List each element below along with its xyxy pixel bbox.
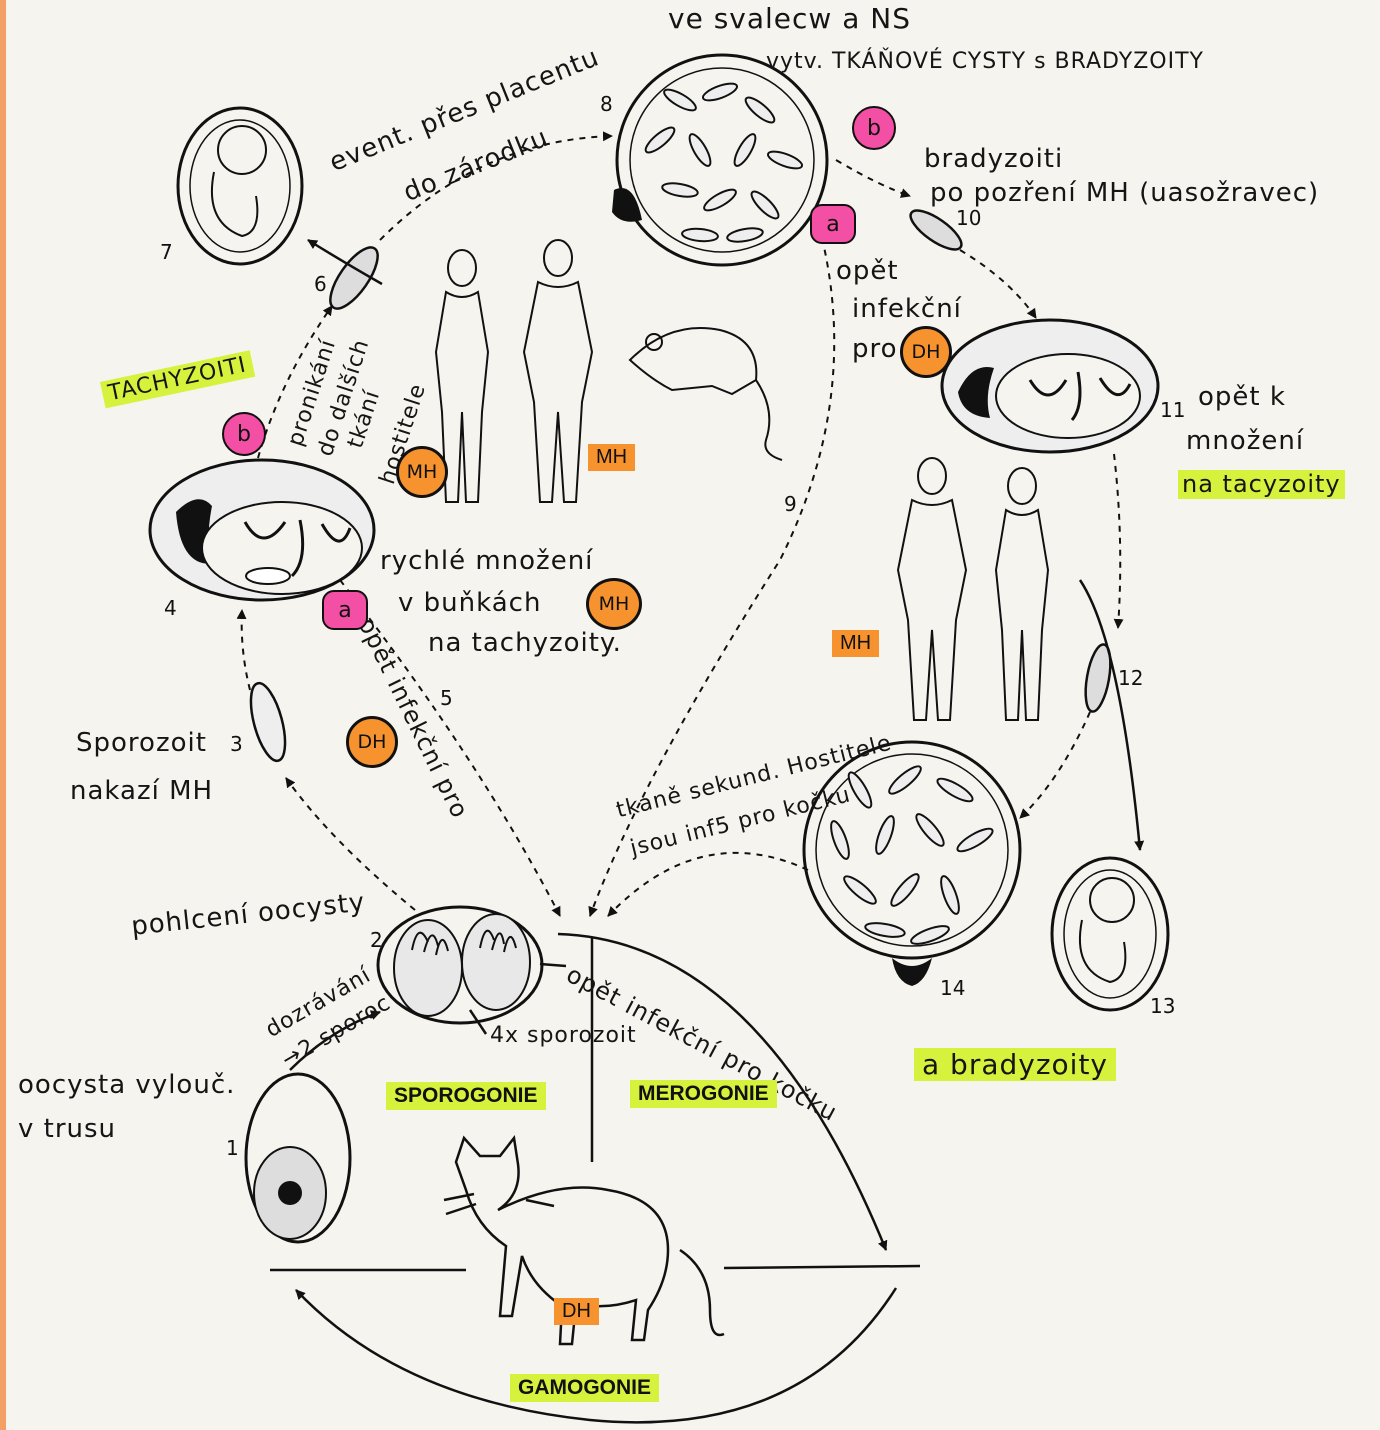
stage-number-1: 1 [226, 1136, 239, 1160]
label-sporogonie: SPOROGONIE [386, 1082, 546, 1110]
stage-number-14: 14 [940, 976, 965, 1000]
note-opet-k-1: opět k [1198, 384, 1286, 411]
note-rychle-3: na tachyzoity. [428, 630, 622, 657]
circle-dh-left: DH [346, 716, 398, 768]
oocyst-1 [246, 1074, 350, 1242]
stage-number-10: 10 [956, 206, 981, 230]
humans-top [436, 240, 592, 502]
stage-number-7: 7 [160, 240, 173, 264]
sporozoite-3 [244, 680, 292, 765]
stage-number-3: 3 [230, 732, 243, 756]
note-opet-k-3: na tacyzoity [1178, 470, 1345, 499]
note-bradyzoiti-1: bradyzoiti [924, 146, 1063, 173]
stage-number-6: 6 [314, 272, 327, 296]
note-top-ns: ve svalecw a NS [668, 4, 911, 33]
fetus-13 [1052, 858, 1168, 1010]
tachyzoite-6 [322, 240, 386, 315]
fetus-7 [178, 108, 302, 264]
circle-b-top: b [852, 106, 896, 150]
tissue-cyst-14 [804, 742, 1020, 986]
stage-number-13: 13 [1150, 994, 1175, 1018]
tissue-cyst-8 [612, 55, 827, 265]
circle-dh-top: DH [900, 326, 952, 378]
note-4x-sporozoit: 4x sporozoit [490, 1024, 637, 1047]
note-oocysta-2: v trusu [18, 1116, 116, 1143]
stage-number-8: 8 [600, 92, 613, 116]
stage-number-11: 11 [1160, 398, 1185, 422]
stage-number-12: 12 [1118, 666, 1143, 690]
stage-number-4: 4 [164, 596, 177, 620]
note-rychle-1: rychlé množení [380, 548, 593, 575]
label-mh-right: MH [832, 630, 879, 657]
note-bradyzoiti-2: po pozření MH (uasožravec) [930, 180, 1319, 207]
humans-right [898, 458, 1048, 720]
circle-b-left: b [222, 412, 266, 456]
note-a-bradyzoity: a bradyzoity [914, 1048, 1116, 1081]
stage-number-2: 2 [370, 928, 383, 952]
label-mh-top: MH [588, 444, 635, 471]
note-opet-k-2: množení [1186, 428, 1304, 455]
sporulated-oocyst-2 [378, 907, 542, 1023]
label-merogonie: MEROGONIE [630, 1080, 777, 1108]
note-opet-inf-3: pro [852, 336, 898, 363]
label-gamogonie: GAMOGONIE [510, 1374, 659, 1402]
circle-mh: MH [396, 446, 448, 498]
stage-number-9: 9 [784, 492, 797, 516]
note-sporozoit-1: Sporozoit [76, 730, 207, 757]
circle-a-mid: a [322, 590, 368, 630]
circle-rychle-mh: MH [586, 578, 642, 630]
stage-number-5: 5 [440, 686, 453, 710]
note-rychle-2: v buňkách [398, 590, 541, 617]
note-opet-inf-2: infekční [852, 296, 962, 323]
note-top-cysts: vytv. TKÁŇOVÉ CYSTY s BRADYZOITY [766, 50, 1204, 73]
mouse-icon [630, 328, 782, 460]
label-dh-cat: DH [554, 1298, 599, 1325]
cell-tachyzoites-4 [150, 460, 374, 600]
note-oocysta-1: oocysta vylouč. [18, 1072, 235, 1099]
note-opet-inf-1: opět [836, 258, 899, 285]
circle-a-top: a [810, 204, 856, 244]
note-sporozoit-2: nakazí MH [70, 778, 213, 805]
cell-11 [942, 320, 1158, 452]
